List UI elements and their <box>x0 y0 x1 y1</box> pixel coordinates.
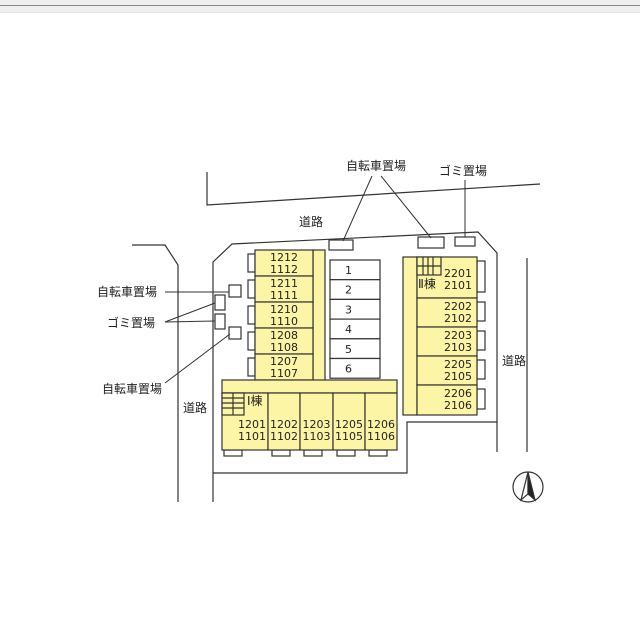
svg-text:5: 5 <box>345 343 352 356</box>
parking-space-6: 6 <box>329 357 381 379</box>
road-top-line <box>206 172 541 206</box>
road-left-line <box>132 244 179 502</box>
stairs-icon <box>221 392 245 416</box>
garbage-top <box>454 236 476 247</box>
top-bar <box>0 0 640 13</box>
site-boundary-inner <box>213 421 497 474</box>
leader-lines <box>164 175 466 384</box>
building1-corridor <box>312 249 326 383</box>
svg-text:3: 3 <box>345 303 352 316</box>
bike-parking-left-1 <box>228 284 242 298</box>
stairs-icon <box>416 256 442 276</box>
parking-space-5: 5 <box>329 338 381 360</box>
garbage-left-1 <box>214 294 226 311</box>
svg-text:4: 4 <box>345 323 352 336</box>
bike-parking-top-2 <box>417 236 445 249</box>
parking-space-4: 4 <box>329 318 381 340</box>
bike-parking-left-2 <box>228 326 242 340</box>
building2-corridor <box>402 256 418 416</box>
north-arrow-icon <box>512 471 544 503</box>
building2-name: Ⅱ棟 <box>418 276 436 291</box>
label-road-left: 道路 <box>183 400 207 415</box>
label-garbage-top: ゴミ置場 <box>439 163 487 178</box>
label-road-top: 道路 <box>299 214 323 229</box>
building1-name: Ⅰ棟 <box>247 393 263 408</box>
label-road-right: 道路 <box>502 353 526 368</box>
svg-text:1: 1 <box>345 264 352 277</box>
label-bike-left-1: 自転車置場 <box>97 285 157 299</box>
parking-space-2: 2 <box>329 279 381 301</box>
site-boundary <box>212 231 498 502</box>
label-bike-left-2: 自転車置場 <box>102 382 162 396</box>
svg-text:2: 2 <box>345 284 352 297</box>
bike-parking-top-1 <box>328 239 354 251</box>
label-bike-top: 自転車置場 <box>346 159 406 173</box>
svg-text:6: 6 <box>345 363 352 376</box>
parking-space-3: 3 <box>329 298 381 320</box>
garbage-left-2 <box>214 313 226 330</box>
parking-space-1: 1 <box>329 259 381 281</box>
building1-horizontal-corridor <box>221 379 398 394</box>
label-garbage-left: ゴミ置場 <box>107 315 155 330</box>
